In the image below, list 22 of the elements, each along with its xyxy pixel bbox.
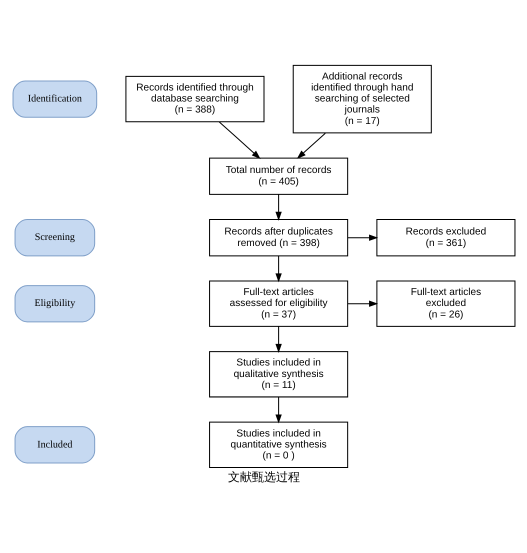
arrow xyxy=(218,120,260,159)
node-box: Additional records identified through hand searching of selected journals (n = 17) xyxy=(292,64,432,133)
arrow xyxy=(274,326,282,352)
arrow xyxy=(274,396,282,424)
node-box: Full-text articles excluded (n = 26) xyxy=(376,280,515,326)
arrow xyxy=(274,255,282,282)
node-box: Studies included in qualitative synthesis (n = 11) xyxy=(208,350,348,397)
node-box: Eligibility xyxy=(14,284,95,322)
arrow xyxy=(347,234,378,240)
node-box: Full-text articles assessed for eligibility (n = 37) xyxy=(208,280,348,326)
node-box: Records after duplicates removed (n = 398) xyxy=(208,218,348,256)
node-box: Screening xyxy=(14,218,95,256)
node-box: Records excluded (n = 361) xyxy=(376,218,515,256)
caption: 文献甄选过程 xyxy=(228,470,300,484)
node-box: Identification xyxy=(12,80,97,118)
arrow xyxy=(296,132,326,158)
arrow xyxy=(347,300,378,306)
node-box: Studies included in quantitative synthesis (n = 0 ) xyxy=(208,421,348,468)
arrow xyxy=(274,194,282,220)
node-box: Total number of records (n = 405) xyxy=(208,157,348,194)
node-box: Included xyxy=(14,426,95,463)
node-box: Records identified through database searching (n = 388) xyxy=(124,75,264,122)
